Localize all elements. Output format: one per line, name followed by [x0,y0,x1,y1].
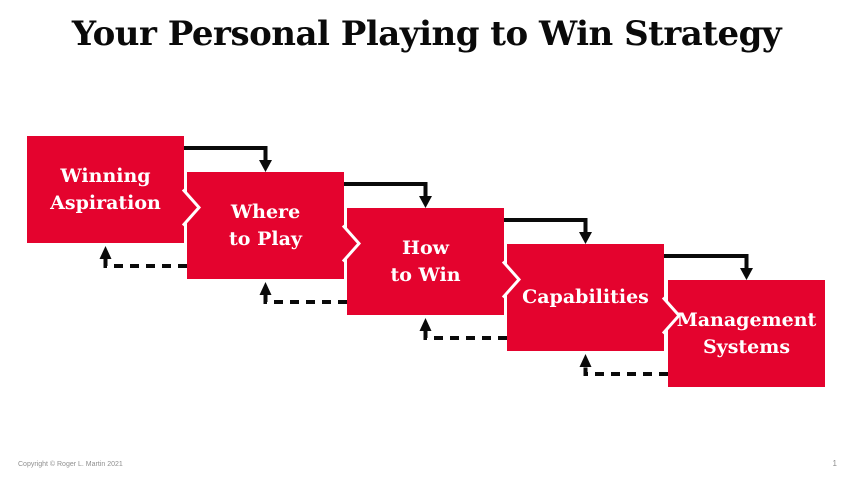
box-how-to-win: How to Win [347,208,504,315]
page-number: 1 [832,459,837,468]
arrowhead-down-icon [740,268,753,280]
slide-title: Your Personal Playing to Win Strategy [71,14,782,54]
feedback-arrow-3to2 [263,295,347,304]
box-management-systems: Management Systems [668,280,825,387]
footer-copyright: Copyright © Roger L. Martin 2021 [18,461,123,468]
arrowhead-down-icon [259,160,272,172]
arrowhead-up-icon [419,318,432,331]
forward-arrow-2to3 [344,182,428,197]
arrowhead-down-icon [579,232,592,244]
box-winning-aspiration-label: Winning Aspiration [50,164,161,214]
box-management-systems-label: Management Systems [676,308,817,358]
box-where-to-play: Where to Play [187,172,344,279]
box-capabilities: Capabilities [507,244,664,351]
forward-arrow-3to4 [504,218,588,233]
arrowhead-up-icon [579,354,592,367]
box-where-to-play-label: Where to Play [229,200,302,250]
box-capabilities-label: Capabilities [522,286,649,309]
arrowhead-down-icon [419,196,432,208]
box-winning-aspiration: Winning Aspiration [27,136,184,243]
feedback-arrow-5to4 [583,367,668,376]
feedback-arrow-2to1 [103,259,187,268]
forward-arrow-1to2 [184,146,268,161]
arrowhead-up-icon [99,246,112,259]
feedback-arrow-4to3 [423,331,507,340]
forward-arrow-4to5 [664,254,749,269]
box-how-to-win-label: How to Win [390,236,461,286]
arrowhead-up-icon [259,282,272,295]
